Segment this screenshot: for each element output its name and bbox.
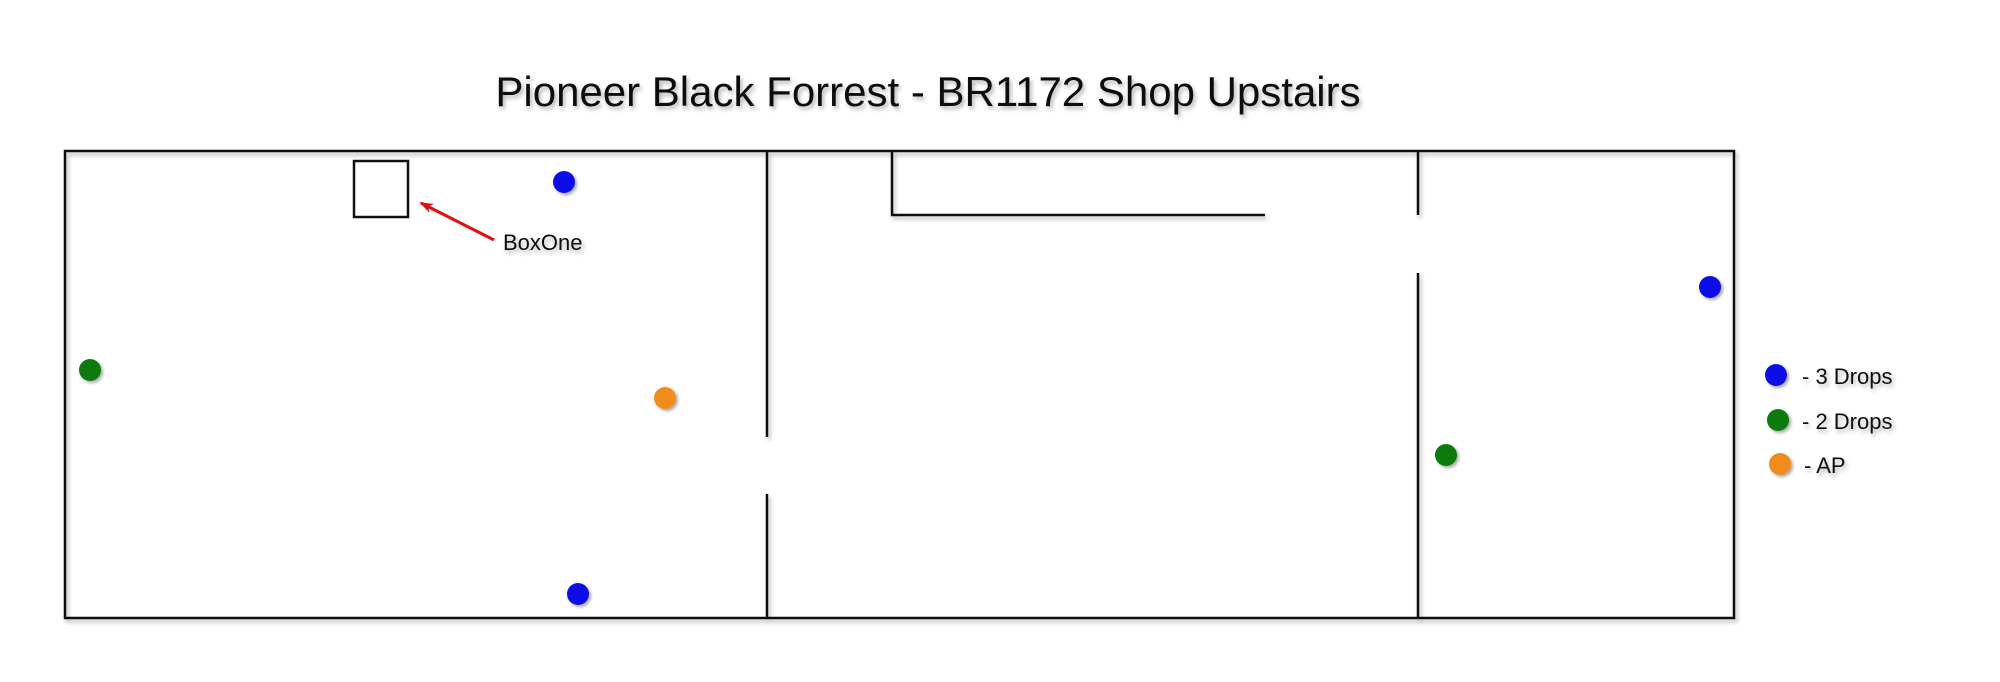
legend-label-3-drops: - 3 Drops [1802,364,1892,389]
marker-3-drops [1699,276,1721,298]
floor-plan-walls [63,149,1736,620]
legend-label-2-drops: - 2 Drops [1802,409,1892,434]
boxone-square [352,159,410,219]
interior-wall-top-partition [890,151,1265,217]
marker-2-drops [79,359,101,381]
legend-swatch-3-drops [1765,364,1787,386]
boxone-label: BoxOne [503,230,583,255]
legend-swatch-ap [1769,453,1791,475]
marker-2-drops [1435,444,1457,466]
outer-wall [63,149,1736,620]
legend-label-ap: - AP [1804,453,1846,478]
drop-markers [79,171,1721,605]
marker-ap [654,387,676,409]
diagram-title: Pioneer Black Forrest - BR1172 Shop Upst… [495,68,1360,115]
legend-item-ap: - AP [1769,453,1846,478]
marker-3-drops [553,171,575,193]
marker-3-drops [567,583,589,605]
legend-item-3-drops: - 3 Drops [1765,364,1892,389]
legend-swatch-2-drops [1767,409,1789,431]
legend-item-2-drops: - 2 Drops [1767,409,1892,434]
callout-arrow [419,201,495,242]
legend: - 3 Drops - 2 Drops - AP [1765,364,1892,478]
